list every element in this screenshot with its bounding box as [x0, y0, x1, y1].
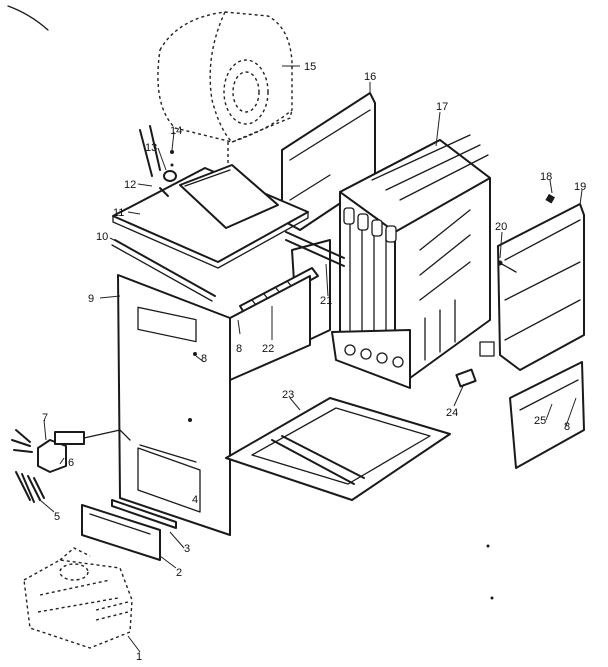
limit-switch: [163, 170, 177, 182]
front-casing: [117, 274, 311, 536]
stray-dot: [490, 596, 494, 600]
limit-switch-wire: [139, 125, 169, 197]
callout-4: 4: [192, 494, 198, 506]
callout-8-casing: 8: [201, 353, 207, 365]
screw: [497, 260, 517, 273]
callout-14: 14: [170, 125, 182, 137]
callout-1: 1: [136, 651, 142, 663]
callout-15: 15: [304, 61, 316, 73]
callout-10: 10: [96, 231, 108, 243]
gas-valve-assembly: [23, 547, 133, 649]
callout-12: 12: [124, 179, 136, 191]
callout-6: 6: [68, 457, 74, 469]
leader-lines: [39, 65, 583, 653]
callout-9: 9: [88, 293, 94, 305]
callout-18: 18: [540, 171, 552, 183]
side-panel: [497, 203, 585, 469]
bracket: [455, 368, 477, 388]
callout-25: 25: [534, 415, 546, 427]
callout-8-burner: 8: [236, 343, 242, 355]
wire-harness-upper: [11, 429, 33, 453]
callout-8-side: 8: [564, 421, 570, 433]
callout-21: 21: [320, 295, 332, 307]
fastener-clip: [545, 193, 555, 204]
callout-20: 20: [495, 221, 507, 233]
callout-13: 13: [145, 142, 157, 154]
top-panel: [112, 164, 309, 269]
callout-19: 19: [574, 181, 586, 193]
bottom-pan: [225, 397, 451, 501]
callout-16: 16: [364, 71, 376, 83]
lower-door-panel: [81, 504, 161, 561]
callout-17: 17: [436, 101, 448, 113]
heat-exchanger: [331, 134, 495, 389]
transformer-control: [37, 429, 131, 473]
callout-5: 5: [54, 511, 60, 523]
callout-24: 24: [446, 407, 458, 419]
limit-switch-screw: [170, 150, 174, 167]
top-gasket-strip: [111, 239, 216, 302]
callout-23: 23: [282, 389, 294, 401]
wire-harness-lower: [15, 471, 45, 503]
callout-2: 2: [176, 567, 182, 579]
screw-dot: [193, 352, 197, 356]
gas-manifold: [285, 231, 345, 267]
callout-3: 3: [184, 543, 190, 555]
stray-dot: [486, 544, 490, 548]
door-bracket: [111, 499, 177, 529]
callout-11: 11: [113, 207, 124, 219]
callout-7: 7: [42, 412, 48, 424]
margin-mark: [7, 5, 49, 31]
callout-labels: 1 2 3 4 5 6 7 8 8 8 9 10 11 12 13 14 15 …: [42, 61, 586, 663]
callout-22: 22: [262, 343, 274, 355]
screw-dot: [188, 418, 192, 422]
